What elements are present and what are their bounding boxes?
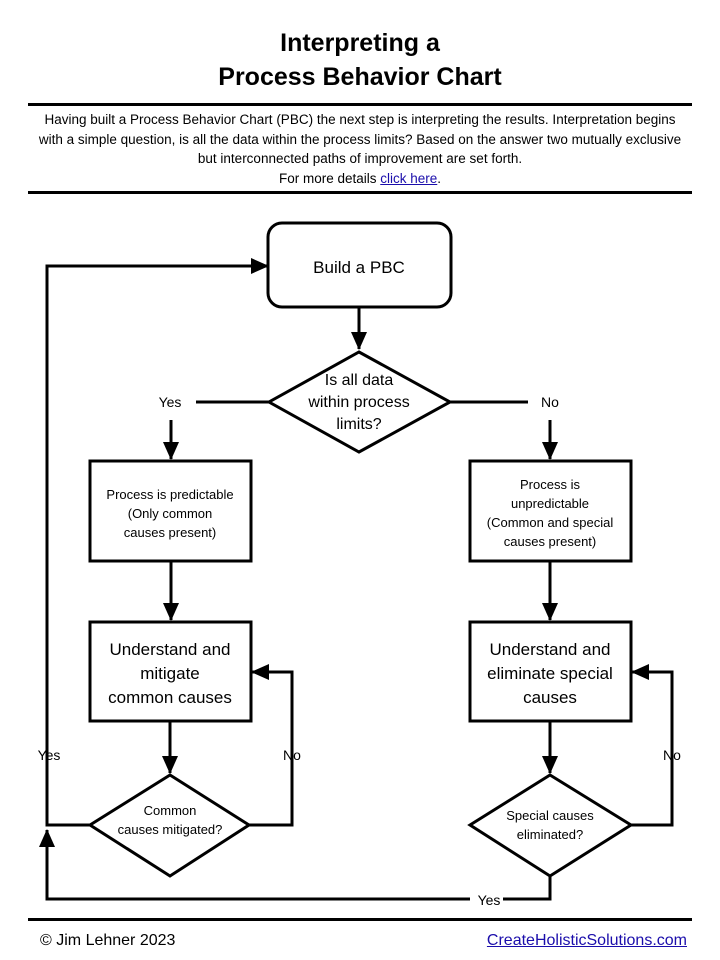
understand-common-box xyxy=(88,620,253,723)
understand-common-line-3: common causes xyxy=(108,688,232,707)
top-divider xyxy=(28,103,692,106)
build-pbc-label: Build a PBC xyxy=(313,258,405,277)
understand-common-line-2: mitigate xyxy=(140,664,200,683)
predictable-line-3: causes present) xyxy=(124,525,217,540)
footer-divider xyxy=(28,918,692,921)
unpredictable-box xyxy=(468,459,633,563)
understand-special-box xyxy=(468,620,633,723)
label-yes-main: Yes xyxy=(159,394,182,410)
intro-paragraph: Having built a Process Behavior Chart (P… xyxy=(38,110,682,188)
intro-text: Having built a Process Behavior Chart (P… xyxy=(38,112,682,166)
unpredictable-line-1: Process is xyxy=(520,477,580,492)
decision-main-line-2: within process xyxy=(307,394,409,411)
decision-special-line-1: Special causes xyxy=(506,808,594,823)
decision-main-line-1: Is all data xyxy=(325,372,394,389)
decision-diamond-data-within-limits xyxy=(265,350,454,454)
build-pbc-box xyxy=(266,221,453,309)
predictable-line-1: Process is predictable xyxy=(106,487,233,502)
predictable-line-2: (Only common xyxy=(128,506,213,521)
click-here-link[interactable]: click here xyxy=(380,170,438,186)
predictable-box xyxy=(88,459,253,563)
label-yes-left: Yes xyxy=(38,747,61,763)
page-title-line-1: Interpreting a xyxy=(280,29,440,57)
details-prefix: For more details xyxy=(278,170,381,186)
connector-yes-special xyxy=(503,875,552,901)
loop-no-common xyxy=(249,664,294,827)
understand-common-line-1: Understand and xyxy=(110,640,231,659)
decision-diamond-common-mitigated xyxy=(87,773,252,878)
site-link[interactable]: CreateHolisticSolutions.com xyxy=(486,932,687,949)
arrow-yes-special-to-left-loop xyxy=(39,829,470,901)
copyright: © Jim Lehner 2023 xyxy=(40,932,176,949)
page-title-line-2: Process Behavior Chart xyxy=(218,63,502,91)
details-suffix: . xyxy=(437,170,442,186)
decision-common-line-1: Common xyxy=(144,803,197,818)
loop-no-special xyxy=(631,664,674,827)
decision-special-line-2: eliminated? xyxy=(517,827,584,842)
label-no-main: No xyxy=(541,394,559,410)
understand-special-line-1: Understand and xyxy=(490,640,611,659)
unpredictable-line-4: causes present) xyxy=(504,534,597,549)
label-yes-bottom: Yes xyxy=(478,892,501,908)
unpredictable-line-3: (Common and special xyxy=(487,515,614,530)
understand-special-line-3: causes xyxy=(523,688,577,707)
decision-common-line-2: causes mitigated? xyxy=(118,822,223,837)
decision-diamond-special-eliminated xyxy=(467,773,634,878)
loop-yes-common-to-build xyxy=(45,258,269,827)
intro-bottom-divider xyxy=(28,191,692,194)
label-no-right: No xyxy=(663,747,681,763)
understand-special-line-2: eliminate special xyxy=(487,664,613,683)
label-no-left: No xyxy=(283,747,301,763)
decision-main-line-3: limits? xyxy=(336,416,381,433)
unpredictable-line-2: unpredictable xyxy=(511,496,589,511)
